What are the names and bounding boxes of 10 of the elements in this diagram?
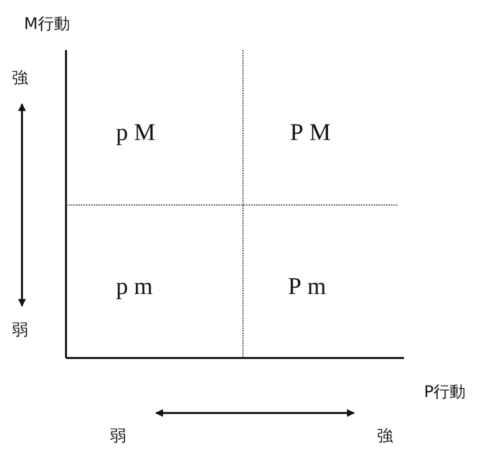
quadrant-label: pM: [116, 121, 162, 145]
axis-label: 強: [377, 428, 393, 444]
axis-title: M行動: [24, 16, 70, 32]
axis-label: 弱: [12, 322, 28, 338]
quadrant-label: PM: [290, 121, 337, 145]
axis-title: P行動: [424, 384, 466, 400]
quadrant-label: Pm: [288, 275, 332, 299]
axis-label: 弱: [110, 428, 126, 444]
axis-label: 強: [12, 70, 28, 86]
quadrant-label: pm: [116, 275, 159, 299]
